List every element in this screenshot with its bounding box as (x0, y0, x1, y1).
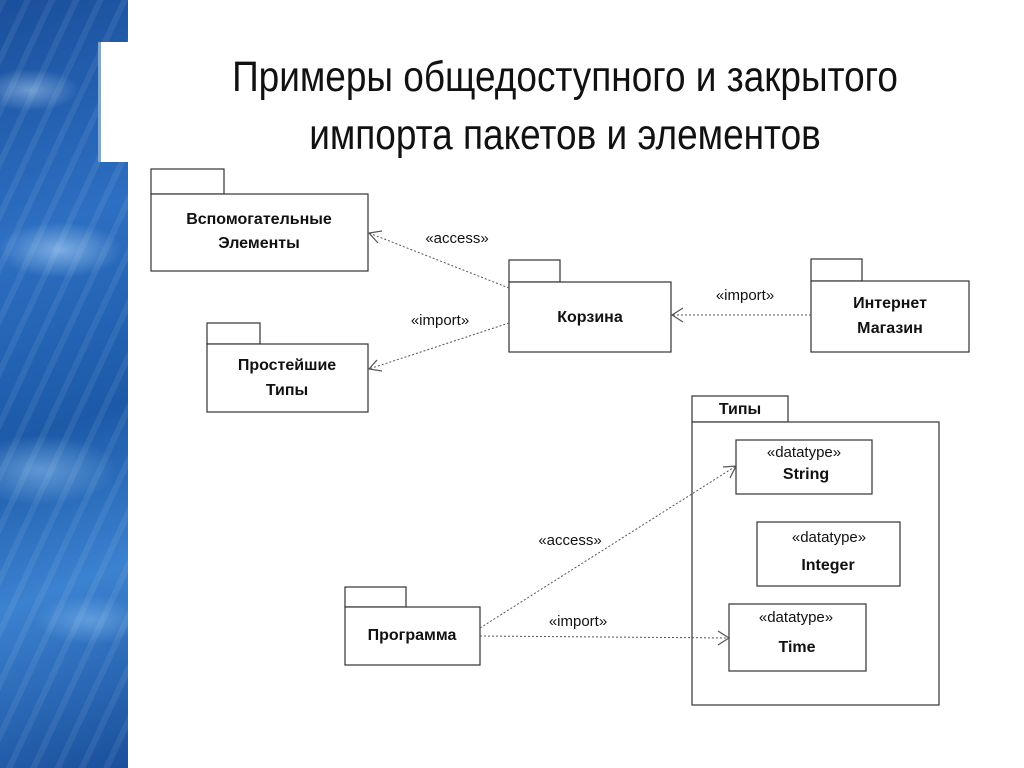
package-label: Магазин (857, 320, 923, 337)
dependency-line (479, 465, 737, 629)
package-tab (150, 168, 225, 195)
edge-shop-import-cart: «import» (670, 287, 811, 323)
package-tab (508, 259, 561, 283)
package-tab-label: Типы (719, 401, 761, 418)
dependency-line (368, 232, 510, 289)
class-stereotype: «datatype» (792, 529, 866, 546)
class-box (735, 439, 873, 495)
package-body (508, 281, 672, 353)
package-label: Интернет (853, 295, 927, 312)
edge-label: «import» (411, 312, 469, 329)
class-stereotype: «datatype» (767, 444, 841, 461)
package-program: Программа (344, 586, 481, 666)
title-line-2: импорта пакетов и элементов (309, 111, 821, 159)
package-tab (344, 586, 407, 608)
package-types: Типы «datatype» String «datatype» Intege… (691, 395, 940, 706)
edge-program-import-time: «import» (479, 613, 731, 646)
class-name: Time (778, 639, 815, 656)
edge-label: «access» (538, 532, 601, 549)
package-tab (810, 258, 863, 282)
title-line-1: Примеры общедоступного и закрытого (232, 53, 898, 101)
package-label: Программа (368, 627, 457, 644)
package-simple-types: Простейшие Типы (206, 322, 369, 413)
class-string: «datatype» String (735, 439, 873, 495)
package-label: Простейшие (238, 357, 336, 374)
class-box (756, 521, 901, 587)
edge-cart-import-simple-types: «import» (367, 312, 510, 372)
edge-label: «access» (425, 230, 488, 247)
arrowhead-icon (367, 359, 383, 372)
package-shop: Интернет Магазин (810, 258, 970, 353)
package-body (206, 343, 369, 413)
edge-cart-access-helpers: «access» (367, 230, 510, 289)
arrowhead-icon (717, 630, 731, 646)
arrowhead-icon (367, 230, 383, 244)
class-stereotype: «datatype» (759, 609, 833, 626)
package-tab (691, 395, 789, 423)
package-cart: Корзина (508, 259, 672, 353)
dependency-line (479, 635, 730, 639)
edge-label: «import» (549, 613, 607, 630)
class-name: Integer (801, 557, 854, 574)
arrowhead-icon (670, 307, 684, 323)
package-label: Корзина (557, 309, 623, 326)
package-label: Элементы (218, 235, 300, 252)
package-body (150, 193, 369, 272)
edge-program-access-string: «access» (479, 465, 738, 629)
package-label: Типы (266, 382, 308, 399)
package-label: Вспомогательные (186, 211, 332, 228)
edge-label: «import» (716, 287, 774, 304)
slide-title: Примеры общедоступного и закрытого импор… (208, 48, 922, 164)
dependency-line (368, 322, 510, 370)
class-time: «datatype» Time (728, 603, 867, 672)
package-tab (206, 322, 261, 345)
class-name: String (783, 466, 829, 483)
package-helpers: Вспомогательные Элементы (150, 168, 369, 272)
arrowhead-icon (722, 465, 738, 479)
class-box (728, 603, 867, 672)
band-notch (98, 42, 131, 162)
package-body (810, 280, 970, 353)
class-integer: «datatype» Integer (756, 521, 901, 587)
